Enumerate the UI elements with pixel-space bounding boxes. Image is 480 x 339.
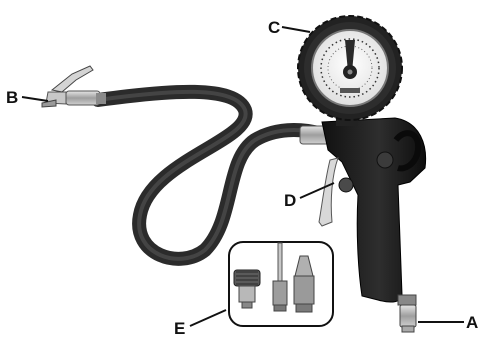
air-inlet-coupling xyxy=(398,295,416,332)
callout-label-b: B xyxy=(6,88,18,107)
pressure-gauge xyxy=(298,16,402,126)
adapter-set xyxy=(229,242,333,326)
callout-label-c: C xyxy=(268,18,280,37)
air-hose xyxy=(98,92,322,259)
trigger-lever xyxy=(319,158,338,226)
adapter-threaded xyxy=(234,270,260,308)
adapter-conical xyxy=(294,256,314,312)
callout-label-e: E xyxy=(174,319,185,338)
adapter-needle xyxy=(273,243,287,311)
callout-label-a: A xyxy=(466,313,478,332)
callout-label-d: D xyxy=(284,191,296,210)
clip-on-chuck xyxy=(42,66,106,107)
inflator-gun-body xyxy=(322,118,426,302)
